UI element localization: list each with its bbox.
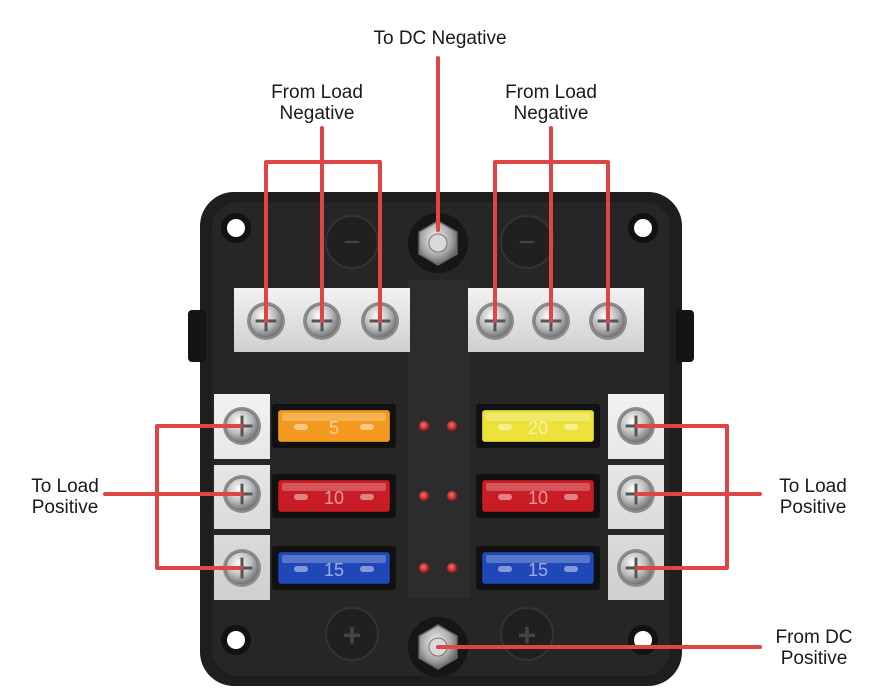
mounting-hole-bottom-left <box>221 625 251 655</box>
fuse-rating-left-3: 15 <box>324 560 344 580</box>
mounting-hole-bottom-right <box>628 625 658 655</box>
positive-symbol-right: + <box>518 617 537 653</box>
mounting-hole-top-left <box>221 213 251 243</box>
led-indicator-3-2 <box>447 563 457 573</box>
label-from-dc-positive: From DC Positive <box>775 627 853 669</box>
fuse-left-2: 10 <box>272 474 396 518</box>
fuse-rating-left-2: 10 <box>324 488 344 508</box>
mounting-hole-top-right <box>628 213 658 243</box>
label-to-load-positive-left: To Load Positive <box>31 476 99 518</box>
fuse-right-3: 15 <box>476 546 600 590</box>
label-to-dc-negative: To DC Negative <box>373 28 507 49</box>
fuse-rating-right-2: 10 <box>528 488 548 508</box>
led-indicator-2-1 <box>419 491 429 501</box>
fuse-rating-right-3: 15 <box>528 560 548 580</box>
positive-symbol-left: + <box>343 617 362 653</box>
negative-symbol-right: − <box>518 226 536 259</box>
fuse-rating-right-1: 20 <box>528 418 548 438</box>
led-indicator-1-1 <box>419 421 429 431</box>
led-indicator-3-1 <box>419 563 429 573</box>
dc-negative-stud <box>408 213 468 273</box>
label-from-load-negative-right: From Load Negative <box>505 82 597 124</box>
fuse-right-2: 10 <box>476 474 600 518</box>
label-from-load-negative-left: From Load Negative <box>271 82 363 124</box>
fuse-rating-left-1: 5 <box>329 418 339 438</box>
label-to-load-positive-right: To Load Positive <box>779 476 847 518</box>
fuse-right-1: 20 <box>476 404 600 448</box>
fuse-left-1: 5 <box>272 404 396 448</box>
callout-lines <box>103 56 762 649</box>
negative-symbol-left: − <box>343 226 361 259</box>
led-indicator-2-2 <box>447 491 457 501</box>
fuse-left-3: 15 <box>272 546 396 590</box>
led-indicator-1-2 <box>447 421 457 431</box>
